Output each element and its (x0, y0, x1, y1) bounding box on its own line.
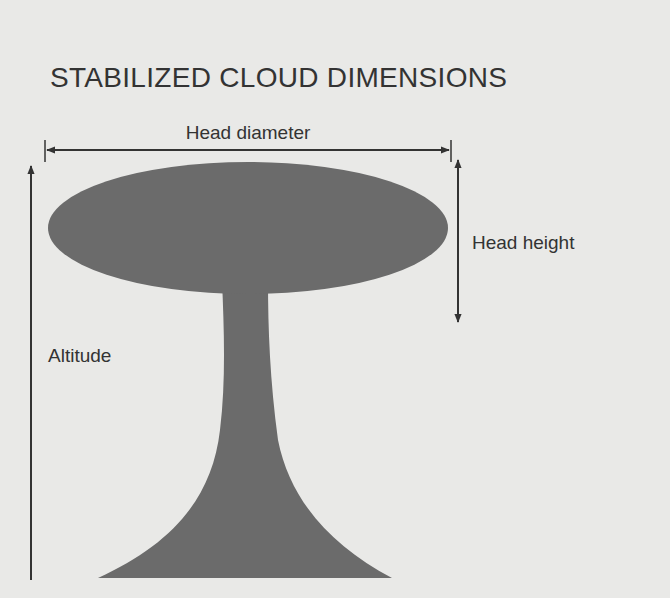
cloud-stem (98, 280, 392, 578)
dimension-label: Altitude (48, 345, 111, 367)
dimension-label: Head height (472, 232, 574, 254)
dimension-label: Head diameter (186, 122, 311, 144)
height-arrow (457, 160, 459, 322)
diagram-title: STABILIZED CLOUD DIMENSIONS (50, 62, 507, 94)
extension-tick (44, 140, 46, 162)
extension-tick (450, 140, 452, 162)
diameter-arrow (47, 149, 449, 151)
cloud-head (48, 162, 448, 294)
altitude-arrow (30, 166, 32, 580)
